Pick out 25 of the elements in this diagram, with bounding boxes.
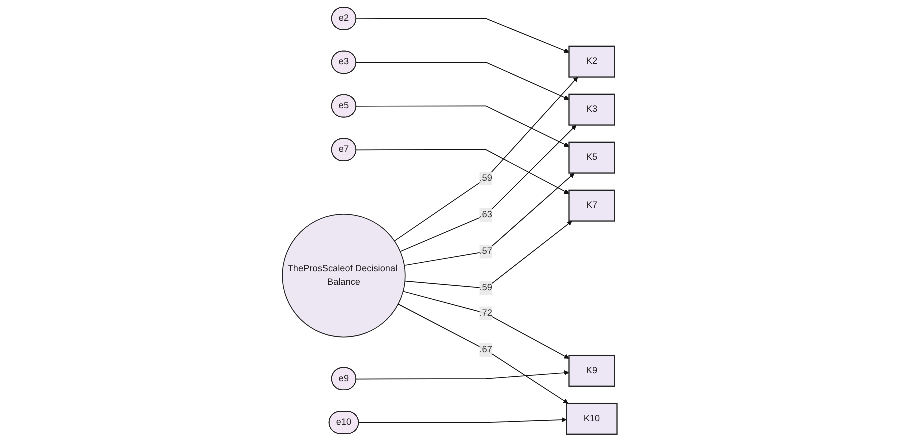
arrow bbox=[356, 149, 570, 194]
arrow bbox=[358, 418, 567, 424]
arrow bbox=[356, 106, 570, 148]
edge-label: .67 bbox=[480, 344, 492, 355]
arrow bbox=[398, 304, 569, 404]
node-box: K10 bbox=[566, 402, 618, 435]
edge-label: .63 bbox=[480, 210, 492, 220]
arrow bbox=[356, 370, 570, 380]
node-box: K2 bbox=[568, 46, 616, 78]
arrow bbox=[403, 291, 570, 359]
arrow bbox=[404, 221, 572, 289]
node-box: K5 bbox=[568, 142, 616, 174]
arrow bbox=[400, 125, 577, 252]
arrow bbox=[356, 62, 570, 100]
edge-label: .57 bbox=[480, 246, 492, 256]
edge-label: .59 bbox=[480, 174, 492, 184]
node-circle: TheProsScaleof Decisional Balance bbox=[282, 214, 406, 338]
node-box: K3 bbox=[568, 94, 616, 126]
arrow bbox=[356, 18, 570, 54]
arrow bbox=[394, 77, 578, 242]
arrow bbox=[404, 173, 575, 266]
node-box: K7 bbox=[568, 190, 616, 222]
node-box: K9 bbox=[568, 354, 616, 387]
edge-label: .59 bbox=[480, 283, 492, 293]
edge-label: .72 bbox=[480, 308, 492, 318]
